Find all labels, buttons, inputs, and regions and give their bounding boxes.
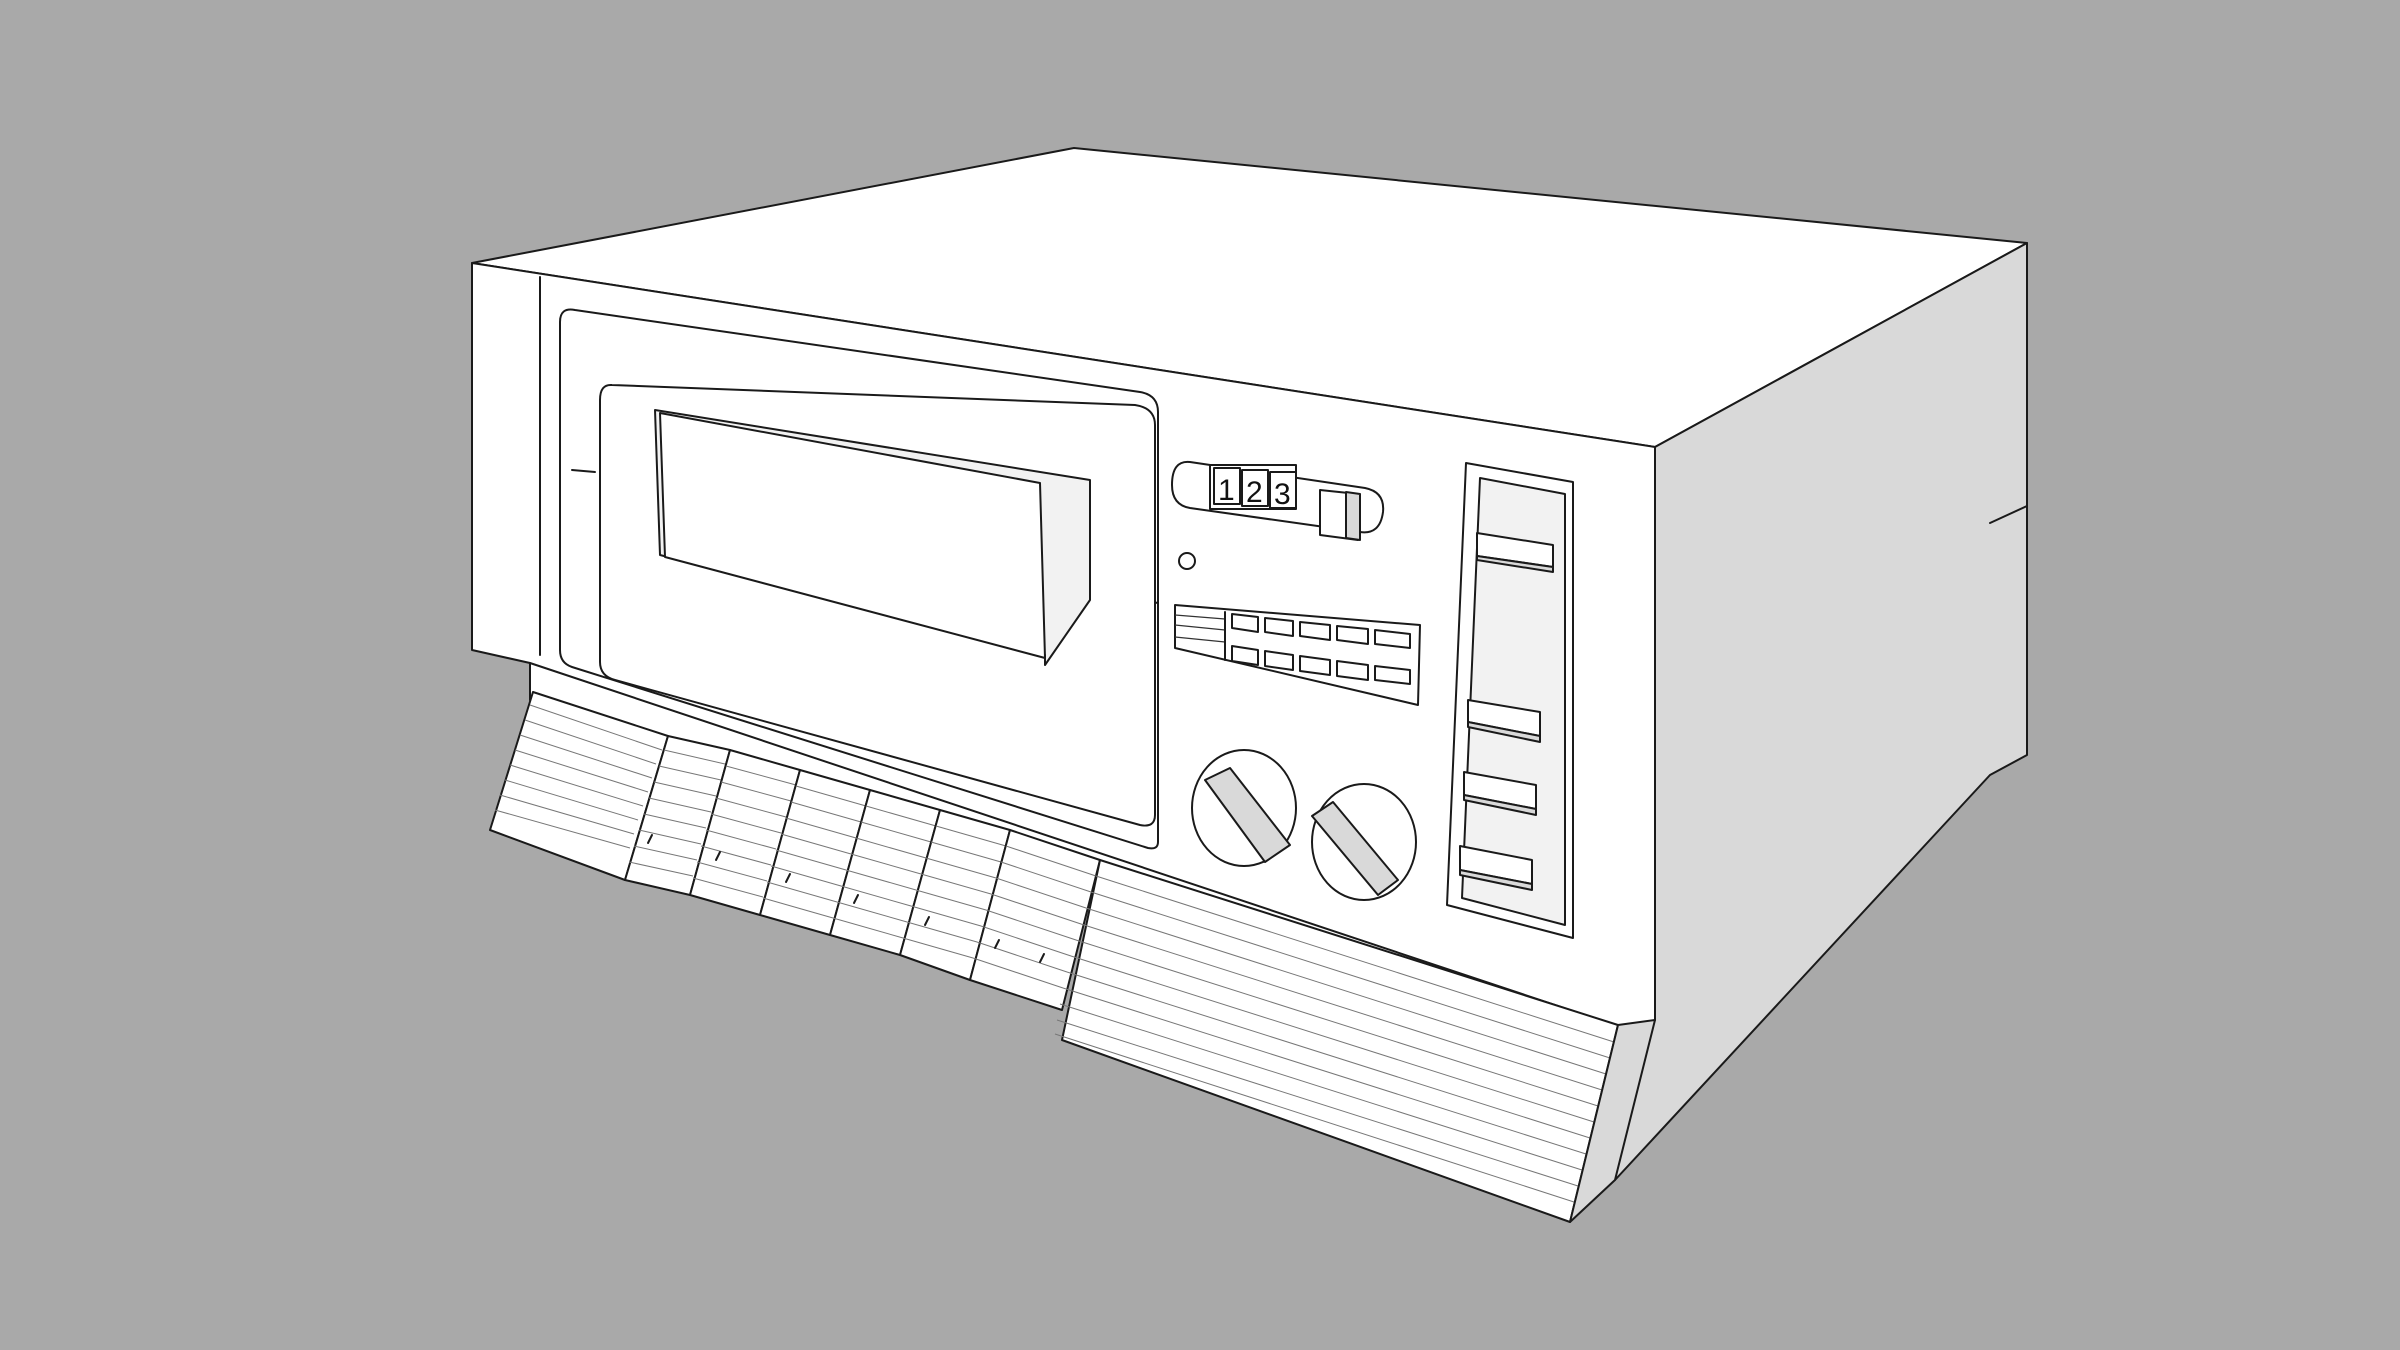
side-panel-seam [1989, 505, 2028, 524]
level-knob-right[interactable] [1311, 783, 1417, 901]
transport-key-6[interactable] [899, 809, 1011, 981]
side-button-panel [1446, 462, 1574, 939]
front-bottom-edge [529, 662, 1616, 1026]
mode-button-2[interactable] [1463, 771, 1537, 816]
transport-key-7[interactable] [969, 829, 1101, 1011]
meter-row-top [1231, 613, 1411, 649]
mode-button-3[interactable] [1459, 845, 1533, 891]
transport-keys [489, 691, 1656, 1223]
counter-reset-button[interactable] [1319, 489, 1361, 541]
front-grille [1054, 859, 1656, 1223]
counter-digit-3: 3 [1269, 471, 1297, 511]
cassette-door[interactable] [559, 308, 1159, 850]
mode-button-1[interactable] [1467, 699, 1541, 743]
counter-digit-1: 1 [1213, 467, 1241, 507]
svg-text:3: 3 [1274, 478, 1291, 511]
level-meter [1174, 604, 1421, 706]
meter-row-bottom [1231, 645, 1411, 685]
power-button[interactable] [1476, 532, 1554, 573]
svg-text:1: 1 [1218, 474, 1235, 507]
counter-digit-2: 2 [1241, 469, 1269, 509]
indicator-led [1178, 552, 1196, 570]
level-knob-left[interactable] [1191, 749, 1297, 867]
svg-text:2: 2 [1246, 476, 1263, 509]
